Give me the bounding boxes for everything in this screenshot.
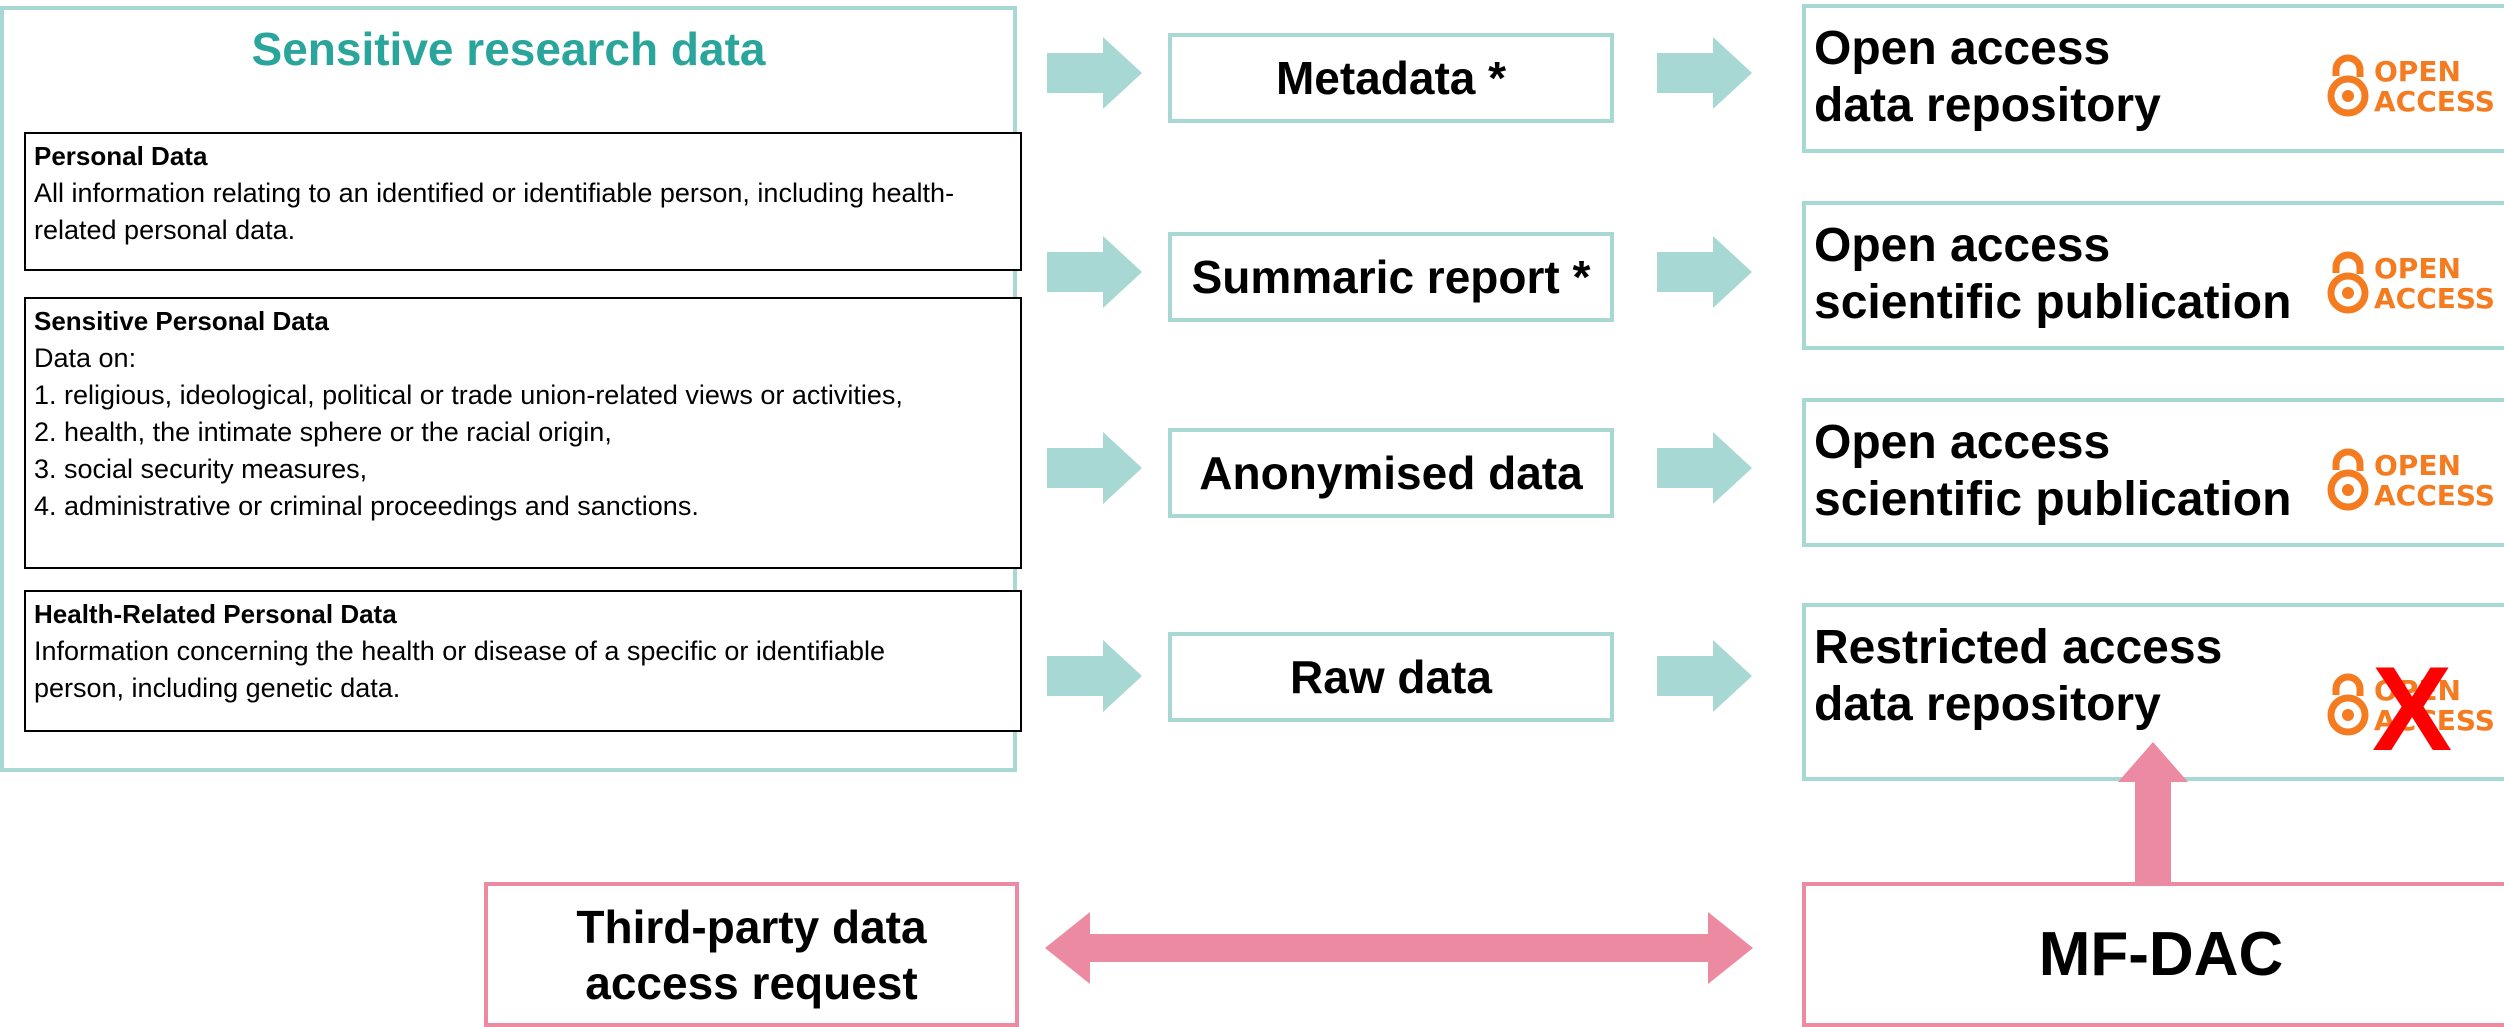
open-access-logo-icon: OPEN ACCESS bbox=[2327, 673, 2494, 737]
third-party-line-1: Third-party data bbox=[576, 900, 927, 953]
arrow-right-icon bbox=[1657, 432, 1752, 504]
oa-word-access: ACCESS bbox=[2374, 479, 2494, 512]
arrow-right-icon bbox=[1657, 236, 1752, 308]
arrow-right-icon bbox=[1047, 37, 1142, 109]
red-x-icon: X bbox=[2372, 642, 2453, 776]
anonymised-data-box: Anonymised data bbox=[1168, 428, 1614, 518]
open-access-publication-box: Open access scientific publication OPEN … bbox=[1802, 398, 2504, 547]
right-box-line-2: scientific publication bbox=[1814, 276, 2292, 329]
sensitive-item: 4. administrative or criminal proceeding… bbox=[34, 491, 699, 521]
right-box-line-2: scientific publication bbox=[1814, 473, 2292, 526]
arrow-right-icon bbox=[1657, 640, 1752, 712]
right-box-line-2: data repository bbox=[1814, 678, 2161, 731]
mf-dac-box: MF-DAC bbox=[1802, 882, 2504, 1027]
oa-word-access: ACCESS bbox=[2374, 85, 2494, 118]
double-arrow-icon bbox=[1045, 912, 1753, 984]
sensitive-intro: Data on: bbox=[34, 343, 137, 373]
panel-title: Sensitive research data bbox=[251, 23, 766, 75]
sensitive-item: 1. religious, ideological, political or … bbox=[34, 380, 903, 410]
right-box-line-1: Restricted access bbox=[1814, 621, 2223, 674]
oa-word-open: OPEN bbox=[2374, 674, 2461, 707]
health-related-heading: Health-Related Personal Data bbox=[34, 599, 397, 629]
personal-data-text-line-1: All information relating to an identifie… bbox=[34, 178, 955, 208]
health-related-text-line-2: person, including genetic data. bbox=[34, 673, 401, 703]
third-party-request-box: Third-party data access request bbox=[484, 882, 1019, 1027]
third-party-line-2: access request bbox=[585, 956, 918, 1009]
sensitive-item: 3. social security measures, bbox=[34, 454, 368, 484]
oa-word-open: OPEN bbox=[2374, 55, 2461, 88]
health-related-data-box: Health-Related Personal Data Information… bbox=[24, 590, 1022, 732]
arrow-right-icon bbox=[1047, 432, 1142, 504]
right-box-line-1: Open access bbox=[1814, 416, 2111, 469]
right-box-line-2: data repository bbox=[1814, 79, 2161, 132]
open-access-logo-icon: OPEN ACCESS bbox=[2327, 251, 2494, 315]
right-box-line-1: Open access bbox=[1814, 219, 2111, 272]
open-access-data-repository-box: Open access data repository OPEN ACCESS bbox=[1802, 4, 2504, 153]
restricted-access-data-repository-box: Restricted access data repository OPEN A… bbox=[1802, 603, 2504, 781]
open-access-logo-icon: OPEN ACCESS bbox=[2327, 54, 2494, 118]
sensitive-personal-data-box: Sensitive Personal Data Data on: 1. reli… bbox=[24, 297, 1022, 569]
arrow-right-icon bbox=[1657, 37, 1752, 109]
sensitive-research-data-panel: Sensitive research data Personal Data Al… bbox=[0, 6, 1022, 772]
metadata-box: Metadata * bbox=[1168, 33, 1614, 123]
summaric-report-box: Summaric report * bbox=[1168, 232, 1614, 322]
oa-word-access: ACCESS bbox=[2374, 704, 2494, 737]
oa-word-open: OPEN bbox=[2374, 252, 2461, 285]
open-access-logo-icon: OPEN ACCESS bbox=[2327, 448, 2494, 512]
personal-data-text-line-2: related personal data. bbox=[34, 215, 296, 245]
arrow-up-icon bbox=[2118, 742, 2188, 884]
sensitive-item: 2. health, the intimate sphere or the ra… bbox=[34, 417, 612, 447]
health-related-text-line-1: Information concerning the health or dis… bbox=[34, 636, 886, 666]
raw-data-box: Raw data bbox=[1168, 632, 1614, 722]
oa-word-open: OPEN bbox=[2374, 449, 2461, 482]
personal-data-box: Personal Data All information relating t… bbox=[24, 132, 1022, 271]
personal-data-heading: Personal Data bbox=[34, 141, 208, 171]
arrow-right-icon bbox=[1047, 640, 1142, 712]
open-access-publication-box: Open access scientific publication OPEN … bbox=[1802, 201, 2504, 350]
oa-word-access: ACCESS bbox=[2374, 282, 2494, 315]
sensitive-personal-data-heading: Sensitive Personal Data bbox=[34, 306, 329, 336]
right-box-line-1: Open access bbox=[1814, 22, 2111, 75]
arrow-right-icon bbox=[1047, 236, 1142, 308]
